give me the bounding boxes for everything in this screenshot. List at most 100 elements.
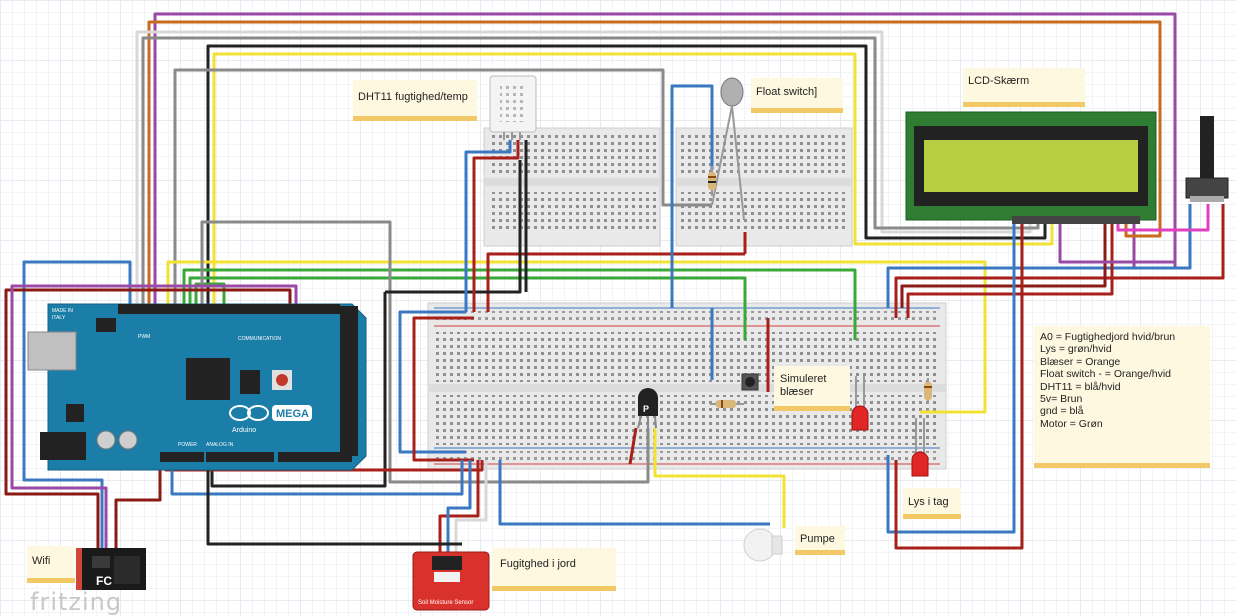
fritzing-logo: fritzing	[30, 588, 123, 616]
wifi-fc-text: FC	[96, 574, 112, 588]
soil-moisture-sensor: Soil Moisture Sensor	[412, 551, 490, 611]
analog-in-text: ANALOG IN	[206, 442, 234, 448]
wire-blue-roof	[886, 222, 1016, 534]
note-pumpe: Pumpe	[795, 526, 845, 555]
soil-sensor-label: Soil Moisture Sensor	[418, 600, 473, 606]
wire-red-led-2	[906, 222, 1114, 318]
wire-gray-transistor	[520, 428, 650, 484]
communication-text: COMMUNICATION	[238, 336, 281, 342]
note-float-text: Float switch]	[756, 86, 817, 98]
resistor-led	[924, 378, 932, 404]
arduino-mega-board: MEGA Arduino MADE IN ITALY COMMUNICATION…	[27, 303, 367, 471]
wire-green-bus-3	[194, 282, 226, 312]
italy-text: ITALY	[52, 315, 66, 321]
note-simuleret-text-2: blæser	[780, 386, 814, 398]
wire-red-wifi	[4, 288, 292, 550]
legend-line: 5v= Brun	[1040, 393, 1083, 406]
float-switch	[711, 77, 745, 221]
pump-motor	[743, 528, 783, 562]
transistor-label: P	[643, 404, 649, 414]
wire-orange-lcd	[147, 20, 1162, 312]
dht11-sensor	[489, 75, 537, 140]
legend-line: A0 = Fugtighedjord hvid/brun	[1040, 331, 1176, 343]
wire-blue-led	[886, 204, 1192, 308]
wire-blue-wifi	[22, 260, 132, 550]
breadboard-main	[427, 302, 947, 470]
wire-yellow-lcd	[212, 52, 1054, 312]
mega-logo-text: MEGA	[276, 408, 309, 420]
wire-red-rail-left	[412, 316, 474, 462]
usb-port	[27, 331, 77, 371]
push-button	[741, 373, 759, 391]
note-dht11-text: DHT11 fugtighed/temp	[358, 91, 468, 103]
wire-red-dht	[472, 140, 520, 312]
wires	[4, 12, 1225, 560]
legend-line: Motor = Grøn	[1040, 417, 1103, 430]
wire-yellow-motor	[653, 428, 786, 528]
note-simuleret: Simuleret blæser	[774, 366, 850, 411]
note-lys: Lys i tag	[903, 488, 961, 519]
wire-blue-motor	[498, 460, 770, 526]
note-jord: Fugitghed i jord	[492, 548, 616, 591]
wire-black-lcd	[206, 44, 1047, 312]
wifi-module: FC	[76, 548, 146, 590]
note-simuleret-text-1: Simuleret	[780, 373, 826, 385]
note-dht11: DHT11 fugtighed/temp	[353, 80, 477, 121]
wire-gray-dht	[173, 68, 712, 312]
wire-white-lcd	[135, 30, 1032, 312]
legend-line: gnd = blå	[1040, 405, 1084, 418]
wire-black-gnd	[210, 292, 387, 488]
breadboard-small-right	[675, 127, 853, 247]
wire-black-digital	[385, 160, 522, 294]
resistor-float	[708, 166, 716, 196]
led-red-1	[851, 376, 869, 431]
pwm-text: PWM	[138, 334, 150, 340]
microcontroller-chip	[186, 358, 230, 400]
wire-pink-pot	[1116, 204, 1210, 232]
power-jack	[40, 432, 86, 460]
transistor: P	[637, 388, 658, 429]
wire-blue-soil	[446, 460, 472, 560]
note-lys-text: Lys i tag	[908, 496, 949, 508]
wire-blue-power	[170, 460, 464, 496]
wire-blue-dht	[464, 140, 512, 312]
wire-red-transistor	[628, 427, 638, 465]
wire-purple-lcd	[153, 12, 1177, 312]
note-lcd: LCD-Skærm	[963, 68, 1085, 107]
wire-blue-rail-left	[398, 310, 466, 454]
led-red-2	[911, 418, 929, 477]
note-float: Float switch]	[751, 78, 843, 113]
resistor-transistor	[710, 400, 744, 408]
wire-yellow-bus	[166, 260, 987, 414]
legend-line: Blæser = Orange	[1040, 355, 1121, 368]
note-wifi-text: Wifi	[32, 555, 50, 567]
wire-darkred-led	[900, 222, 1107, 308]
wire-red-soil	[438, 460, 480, 560]
note-wifi: Wifi	[27, 546, 75, 583]
breadboard-small-left	[483, 127, 661, 247]
wire-blue-float	[670, 84, 714, 308]
wire-white-soil	[454, 460, 488, 560]
note-pumpe-text: Pumpe	[800, 533, 835, 545]
wire-gray-lcd	[141, 36, 1040, 312]
note-jord-text: Fugitghed i jord	[500, 558, 576, 570]
legend-line: Lys = grøn/hvid	[1040, 343, 1112, 356]
legend-line: Float switch - = Orange/hvid	[1040, 368, 1172, 381]
power-text: POWER	[178, 442, 197, 448]
wire-red-led	[894, 204, 1225, 318]
wire-purple-lcd-2	[1058, 222, 1175, 264]
arduino-logo-text: Arduino	[232, 427, 256, 434]
wire-red-wifi-2	[114, 460, 162, 550]
wire-gray-digital	[200, 220, 520, 484]
potentiometer	[1185, 116, 1229, 202]
reset-button	[276, 374, 288, 386]
legend-note: A0 = Fugtighedjord hvid/brun Lys = grøn/…	[1034, 326, 1210, 468]
wire-purple-wifi	[10, 284, 298, 550]
made-in-text: MADE IN	[52, 308, 73, 314]
note-lcd-text: LCD-Skærm	[968, 75, 1029, 87]
lcd-display	[905, 111, 1157, 224]
wire-black-soil	[206, 460, 462, 546]
legend-line: DHT11 = blå/hvid	[1040, 380, 1121, 393]
wire-red-roof	[894, 222, 1024, 550]
